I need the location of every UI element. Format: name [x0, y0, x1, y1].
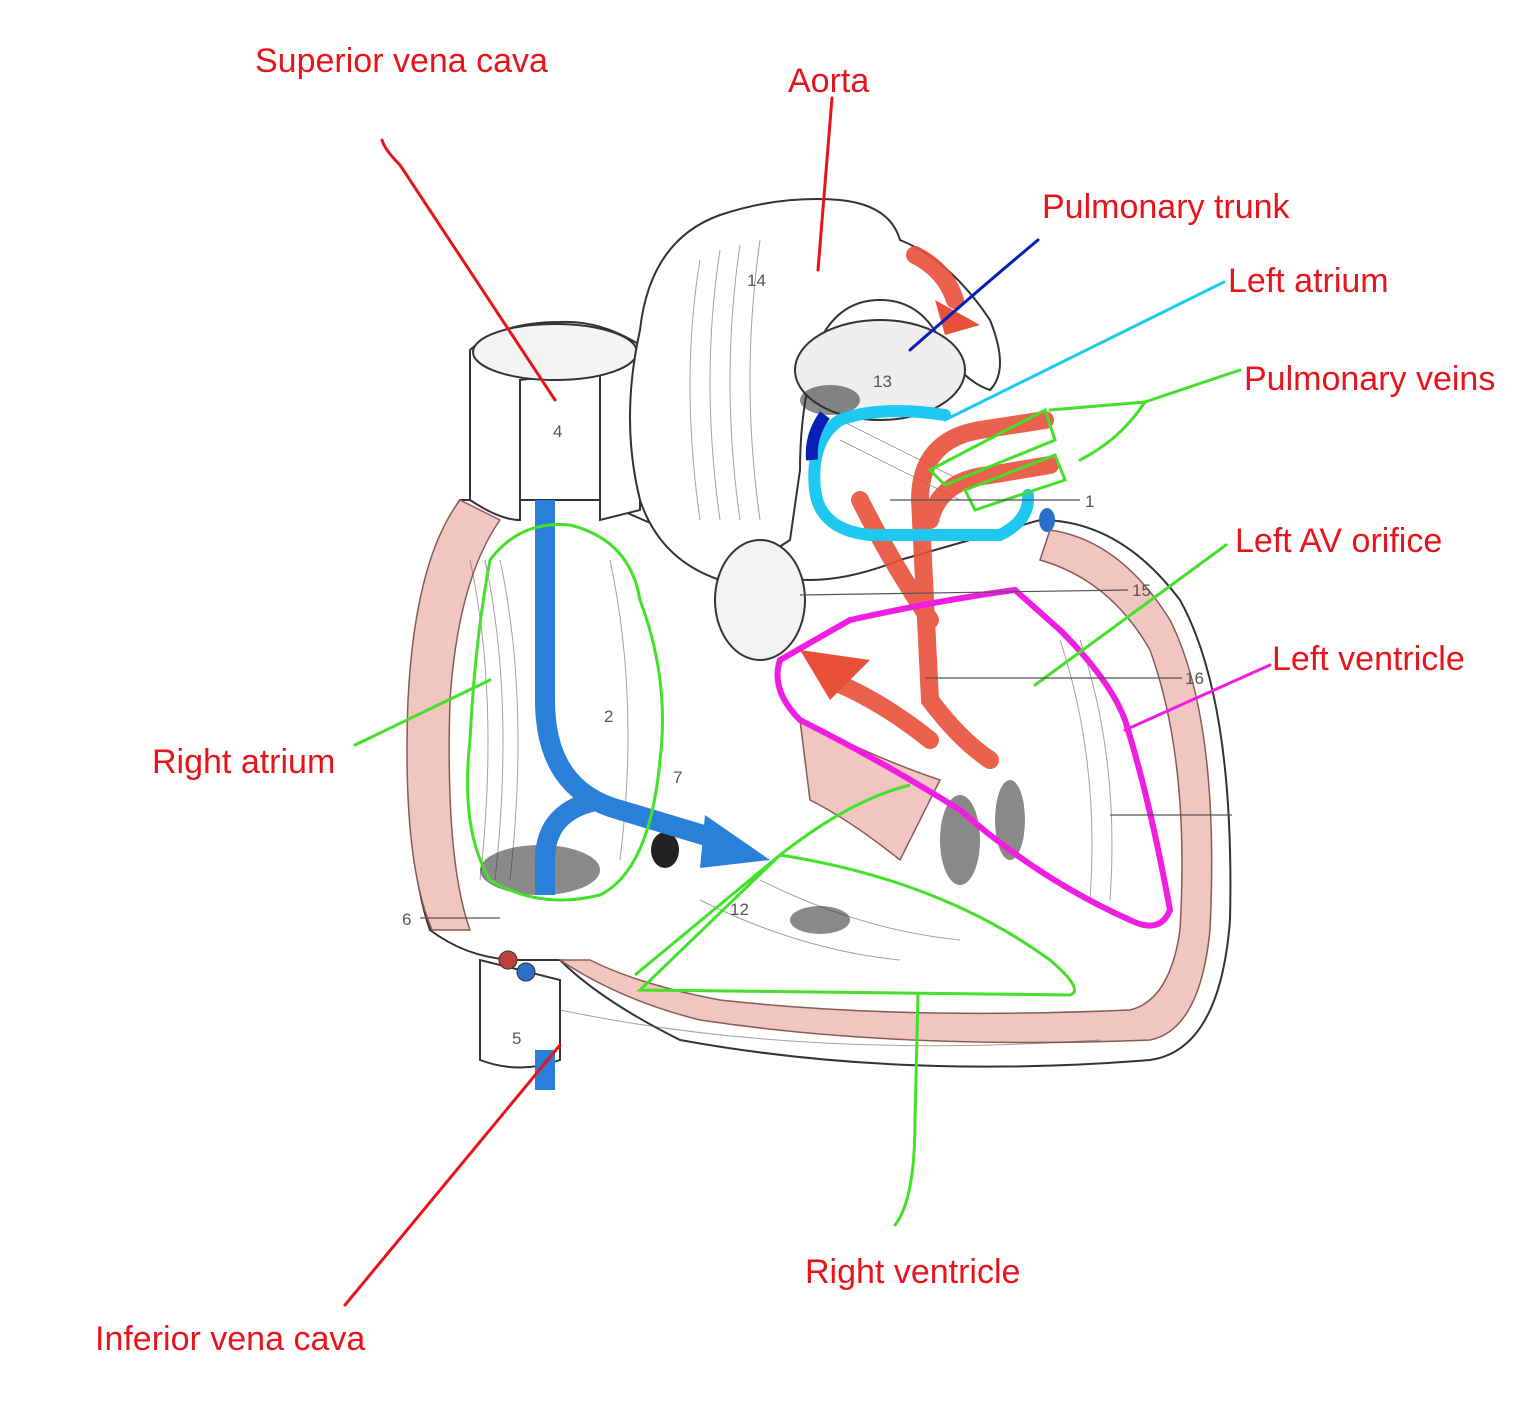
- number-pointers: [420, 499, 1232, 919]
- leader-left-atrium: [943, 280, 1226, 422]
- leader-left-av-orifice: [1033, 543, 1228, 687]
- label-left-atrium: Left atrium: [1228, 262, 1389, 300]
- right-coronary-artery-red: [498, 950, 518, 970]
- number-5: 5: [512, 1029, 521, 1048]
- pulmonary-veins-outline: [927, 407, 1067, 512]
- number-1: 1: [1085, 492, 1094, 511]
- label-left-av-orifice: Left AV orifice: [1235, 522, 1442, 560]
- blood-flow-blue: [535, 500, 723, 1090]
- label-right-atrium: Right atrium: [152, 743, 335, 781]
- label-pulmonary-veins: Pulmonary veins: [1244, 360, 1495, 398]
- right-ventricle-outline: [634, 783, 1076, 997]
- label-right-ventricle: Right ventricle: [805, 1253, 1020, 1291]
- label-left-ventricle: Left ventricle: [1272, 640, 1465, 678]
- left-atrium-outline: [808, 405, 1035, 541]
- leader-right-atrium: [353, 678, 492, 747]
- coronary-sinus-opening: [651, 832, 679, 868]
- number-15: 15: [1132, 581, 1151, 600]
- ivc-vessel: [479, 958, 561, 1069]
- blue-arrowhead: [700, 815, 770, 868]
- leader-svc: [380, 138, 557, 402]
- red-arrowhead-lv: [800, 650, 870, 700]
- number-2: 2: [604, 707, 613, 726]
- leader-ivc: [343, 1043, 562, 1307]
- label-superior-vena-cava: Superior vena cava: [255, 42, 548, 80]
- number-7: 7: [673, 768, 682, 787]
- label-pulmonary-trunk: Pulmonary trunk: [1042, 188, 1291, 226]
- label-inferior-vena-cava: Inferior vena cava: [95, 1320, 365, 1358]
- left-ventricle-outline: [774, 586, 1174, 929]
- leader-aorta: [816, 96, 834, 272]
- interior-shading: [469, 239, 1113, 1047]
- number-13: 13: [873, 372, 892, 391]
- leader-pulmonary-veins: [1048, 368, 1242, 462]
- leader-left-ventricle: [1123, 663, 1272, 732]
- number-16: 16: [1185, 669, 1204, 688]
- number-6: 6: [402, 910, 411, 929]
- leader-lines: [343, 96, 1272, 1307]
- number-4: 4: [553, 422, 562, 441]
- structure-labels: Superior vena cava Aorta Pulmonary trunk…: [95, 42, 1495, 1358]
- right-coronary-vein-blue: [516, 962, 536, 982]
- left-coronary-vein-blue: [1039, 508, 1055, 532]
- figure-numbers: 1 2 4 5 6 7 12 13 14 15 16: [402, 271, 1204, 1048]
- label-aorta: Aorta: [788, 62, 869, 100]
- number-14: 14: [747, 271, 766, 290]
- left-atrium-dark-edge: [805, 411, 830, 461]
- leader-right-ventricle: [893, 993, 920, 1227]
- right-atrium-outline: [466, 522, 664, 902]
- leader-pulmonary-trunk: [908, 238, 1040, 352]
- red-arrowhead-aorta: [935, 300, 980, 335]
- number-12: 12: [730, 900, 749, 919]
